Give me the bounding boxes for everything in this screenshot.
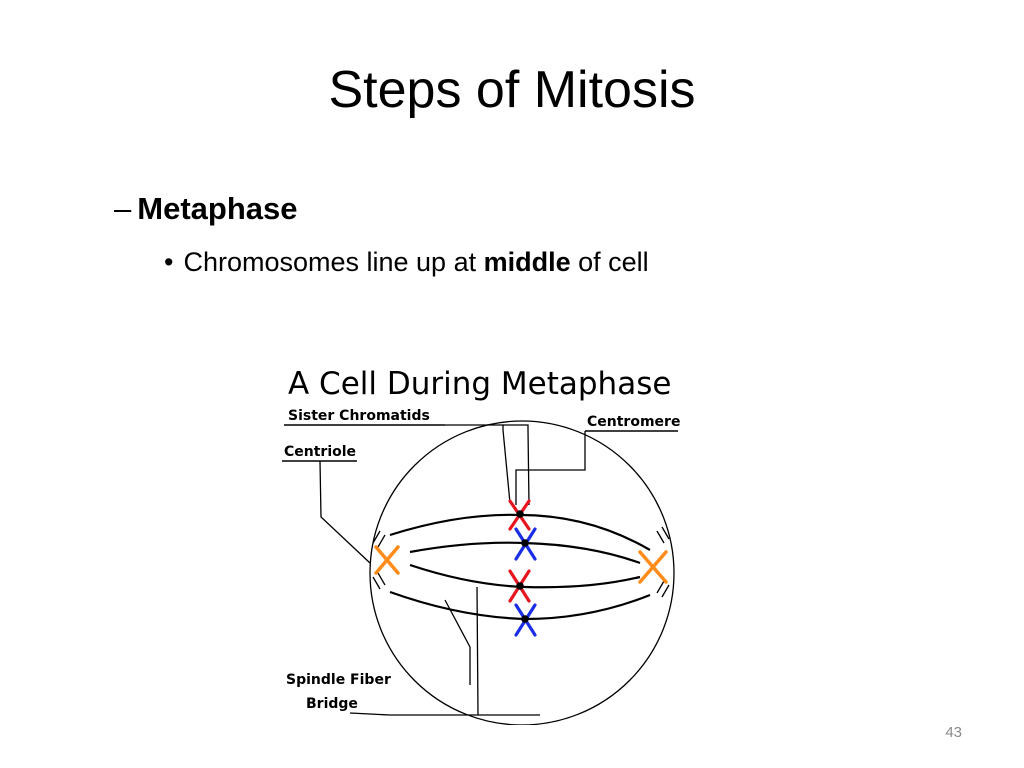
centromere-dot-2 bbox=[521, 539, 529, 547]
centromere-dot-4 bbox=[521, 615, 529, 623]
label-spindle-fiber-line2: Bridge bbox=[306, 696, 358, 712]
cell-membrane bbox=[369, 420, 675, 725]
bullet-text-bold: middle bbox=[483, 247, 571, 277]
spindle-fibers bbox=[389, 513, 651, 621]
bullet-text-before: Chromosomes line up at bbox=[183, 247, 484, 277]
centromere-dot-3 bbox=[516, 582, 524, 590]
label-centriole: Centriole bbox=[284, 444, 356, 460]
bullet-metaphase: –Metaphase bbox=[114, 190, 297, 227]
dash-marker: – bbox=[114, 191, 132, 226]
centriole-right bbox=[638, 550, 668, 584]
label-spindle-fiber-line1: Spindle Fiber bbox=[286, 672, 391, 688]
diagram-title: A Cell During Metaphase bbox=[288, 366, 671, 402]
centriole-marks-left bbox=[372, 530, 386, 590]
centromere-dot-1 bbox=[516, 510, 524, 518]
bullet-marker: • bbox=[164, 247, 174, 277]
metaphase-cell-diagram: A Cell During Metaphase Sister Chromatid… bbox=[282, 366, 680, 725]
leader-lines bbox=[319, 424, 586, 716]
centriole-marks-right bbox=[656, 526, 670, 598]
bullet-chromosomes-line-up: • Chromosomes line up at middle of cell bbox=[164, 246, 649, 278]
label-centromere: Centromere bbox=[587, 414, 680, 430]
label-sister-chromatids: Sister Chromatids bbox=[288, 408, 430, 424]
slide-title: Steps of Mitosis bbox=[328, 61, 696, 119]
metaphase-term: Metaphase bbox=[137, 191, 298, 226]
bullet-text-after: of cell bbox=[570, 247, 649, 277]
page-number: 43 bbox=[945, 724, 962, 741]
centriole-left bbox=[374, 545, 400, 575]
